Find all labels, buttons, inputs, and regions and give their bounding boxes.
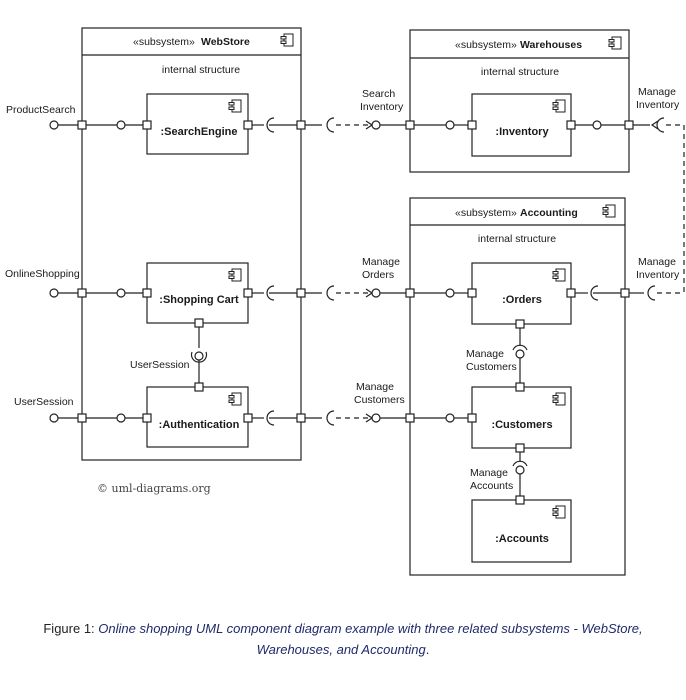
- manage-customers-internal-label-1: Manage: [466, 348, 504, 360]
- manage-orders-label-1: Manage: [362, 256, 400, 268]
- user-session-external-label: UserSession: [14, 396, 74, 408]
- search-engine-label: :SearchEngine: [160, 126, 237, 138]
- accounting-stereotype: «subsystem»: [455, 207, 517, 219]
- inventory-label: :Inventory: [495, 126, 549, 138]
- manage-accounts-label-1: Manage: [470, 467, 508, 479]
- component-inventory: :Inventory: [471, 93, 572, 157]
- customers-label: :Customers: [491, 419, 552, 431]
- manage-customers-internal-label-2: Customers: [466, 361, 517, 373]
- warehouses-name: Warehouses: [520, 39, 582, 51]
- manage-customers-left-label-1: Manage: [356, 381, 394, 393]
- webstore-name: WebStore: [201, 36, 250, 48]
- manage-inventory-mid-label-1: Manage: [638, 256, 676, 268]
- warehouses-stereotype: «subsystem»: [455, 39, 517, 51]
- search-inventory-label-1: Search: [362, 88, 395, 100]
- manage-inventory-mid-label-2: Inventory: [636, 269, 680, 281]
- connector-row-online-shopping: [49, 285, 684, 301]
- caption-prefix: Figure 1:: [43, 621, 99, 636]
- component-diagram: «subsystem» WebStore internal structure …: [5, 27, 685, 576]
- manage-inventory-top-label-1: Manage: [638, 86, 676, 98]
- connector-customers-accounts: [512, 443, 528, 505]
- manage-orders-label-2: Orders: [362, 269, 394, 281]
- component-orders: :Orders: [471, 262, 572, 325]
- accounts-label: :Accounts: [495, 533, 549, 545]
- authentication-label: :Authentication: [159, 419, 240, 431]
- component-shopping-cart: :Shopping Cart: [146, 262, 249, 324]
- manage-accounts-label-2: Accounts: [470, 480, 513, 492]
- shopping-cart-label: :Shopping Cart: [159, 294, 239, 306]
- online-shopping-label: OnlineShopping: [5, 268, 80, 280]
- component-accounts: :Accounts: [471, 499, 572, 563]
- product-search-label: ProductSearch: [6, 104, 76, 116]
- copyright-notice: © uml-diagrams.org: [97, 482, 211, 495]
- orders-label: :Orders: [502, 294, 542, 306]
- connector-row-user-session: [49, 410, 477, 426]
- accounting-section-label: internal structure: [478, 233, 556, 245]
- accounting-name: Accounting: [520, 207, 578, 219]
- connector-row-product-search: [49, 117, 684, 133]
- connector-orders-customers: [512, 319, 528, 392]
- subsystem-accounting: «subsystem» Accounting internal structur…: [409, 197, 626, 576]
- caption-text: Online shopping UML component diagram ex…: [98, 621, 643, 657]
- component-search-engine: :SearchEngine: [146, 93, 249, 155]
- component-customers: :Customers: [471, 386, 572, 449]
- caption-suffix: .: [425, 642, 430, 657]
- component-authentication: :Authentication: [146, 386, 249, 448]
- warehouses-section-label: internal structure: [481, 66, 559, 78]
- port: [77, 120, 87, 130]
- manage-customers-left-label-2: Customers: [354, 394, 405, 406]
- connector-cart-authentication: [190, 318, 208, 392]
- webstore-stereotype: «subsystem»: [133, 36, 195, 48]
- provided-interface-lollipop: [49, 120, 59, 130]
- search-inventory-label-2: Inventory: [360, 101, 404, 113]
- manage-inventory-top-label-2: Inventory: [636, 99, 680, 111]
- webstore-section-label: internal structure: [162, 64, 240, 76]
- required-interface-socket: [326, 117, 335, 133]
- user-session-internal-label: UserSession: [130, 359, 190, 371]
- figure-caption: Figure 1: Online shopping UML component …: [20, 618, 666, 660]
